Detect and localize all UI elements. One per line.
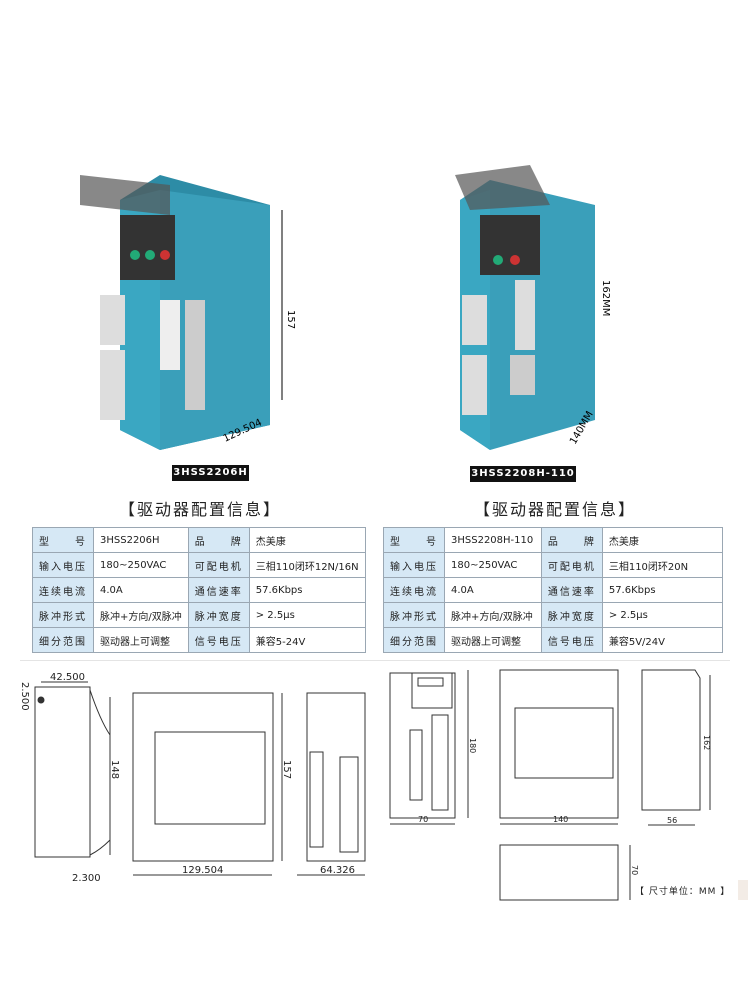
dimension-drawing-left: 42.500 2.500 148 2.300 129.504 157 64.32… bbox=[19, 672, 366, 884]
spec-value: 驱动器上可调整 bbox=[444, 627, 542, 653]
dim-label: 2.300 bbox=[72, 873, 101, 884]
spec-value: 57.6Kbps bbox=[248, 577, 366, 603]
product-photo-3hss2208h-110: 162MM 140MM bbox=[455, 165, 611, 450]
dim-label: 2.500 bbox=[19, 682, 30, 711]
spec-label: 脉冲宽度 bbox=[540, 602, 603, 628]
spec-value: 3HSS2208H-110 bbox=[444, 527, 542, 553]
dim-label: 70 bbox=[630, 865, 639, 875]
spec-value: 杰美康 bbox=[601, 527, 724, 553]
spec-label: 连续电流 bbox=[32, 577, 94, 603]
spec-value: > 2.5μs bbox=[248, 602, 366, 628]
spec-label: 通信速率 bbox=[187, 577, 250, 603]
dimension-drawing-right: 180 70 140 162 56 70 bbox=[389, 669, 711, 901]
spec-value: 180~250VAC bbox=[444, 552, 542, 578]
spec-label: 细分范围 bbox=[32, 627, 94, 653]
spec-value: 3HSS2206H bbox=[93, 527, 189, 553]
table-row: 细分范围驱动器上可调整信号电压兼容5-24V bbox=[32, 627, 366, 653]
dim-label: 140 bbox=[553, 815, 568, 824]
spec-label: 品 牌 bbox=[187, 527, 250, 553]
spec-label: 连续电流 bbox=[383, 577, 445, 603]
spec-label: 脉冲形式 bbox=[383, 602, 445, 628]
dim-label: 157 bbox=[281, 760, 292, 779]
section-title: 【驱动器配置信息】 bbox=[473, 500, 636, 519]
table-row: 脉冲形式脉冲+方向/双脉冲脉冲宽度> 2.5μs bbox=[383, 602, 724, 628]
dim-label: 70 bbox=[418, 815, 428, 824]
spec-value: 脉冲+方向/双脉冲 bbox=[444, 602, 542, 628]
table-row: 脉冲形式脉冲+方向/双脉冲脉冲宽度> 2.5μs bbox=[32, 602, 366, 628]
spec-value: 兼容5-24V bbox=[248, 627, 366, 653]
spec-label: 通信速率 bbox=[540, 577, 603, 603]
spec-value: 杰美康 bbox=[248, 527, 366, 553]
dim-height: 162MM bbox=[600, 280, 611, 316]
spec-value: 三相110闭环20N bbox=[601, 552, 724, 578]
spec-label: 型 号 bbox=[32, 527, 94, 553]
spec-label: 信号电压 bbox=[540, 627, 603, 653]
table-row: 细分范围驱动器上可调整信号电压兼容5V/24V bbox=[383, 627, 724, 653]
spec-value: 脉冲+方向/双脉冲 bbox=[93, 602, 189, 628]
spec-label: 输入电压 bbox=[32, 552, 94, 578]
divider bbox=[20, 660, 730, 661]
spec-value: > 2.5μs bbox=[601, 602, 724, 628]
spec-label: 品 牌 bbox=[540, 527, 603, 553]
dim-label: 180 bbox=[468, 738, 477, 753]
spec-label: 信号电压 bbox=[187, 627, 250, 653]
dim-height: 157 bbox=[285, 310, 296, 329]
spec-value: 4.0A bbox=[93, 577, 189, 603]
spec-label: 细分范围 bbox=[383, 627, 445, 653]
dim-label: 42.500 bbox=[50, 672, 85, 683]
product-photo-3hss2206h: 157 129.504 bbox=[80, 175, 296, 450]
spec-value: 兼容5V/24V bbox=[601, 627, 724, 653]
spec-label: 脉冲宽度 bbox=[187, 602, 250, 628]
dim-label: 148 bbox=[109, 760, 120, 779]
spec-value: 4.0A bbox=[444, 577, 542, 603]
dim-label: 162 bbox=[702, 735, 711, 750]
spec-label: 可配电机 bbox=[187, 552, 250, 578]
spec-label: 型 号 bbox=[383, 527, 445, 553]
spec-value: 驱动器上可调整 bbox=[93, 627, 189, 653]
dim-label: 56 bbox=[667, 816, 677, 825]
section-title: 【驱动器配置信息】 bbox=[118, 500, 281, 519]
spec-label: 输入电压 bbox=[383, 552, 445, 578]
spec-value: 180~250VAC bbox=[93, 552, 189, 578]
dim-label: 129.504 bbox=[182, 865, 223, 876]
spec-value: 三相110闭环12N/16N bbox=[248, 552, 366, 578]
decorative-block bbox=[738, 880, 748, 900]
dim-label: 64.326 bbox=[320, 865, 355, 876]
unit-note: 【 尺寸单位：MM 】 bbox=[635, 887, 731, 897]
model-label: 3HSS2206H bbox=[172, 465, 249, 481]
spec-label: 可配电机 bbox=[540, 552, 603, 578]
spec-label: 脉冲形式 bbox=[32, 602, 94, 628]
model-label: 3HSS2208H-110 bbox=[470, 466, 576, 482]
spec-value: 57.6Kbps bbox=[601, 577, 724, 603]
